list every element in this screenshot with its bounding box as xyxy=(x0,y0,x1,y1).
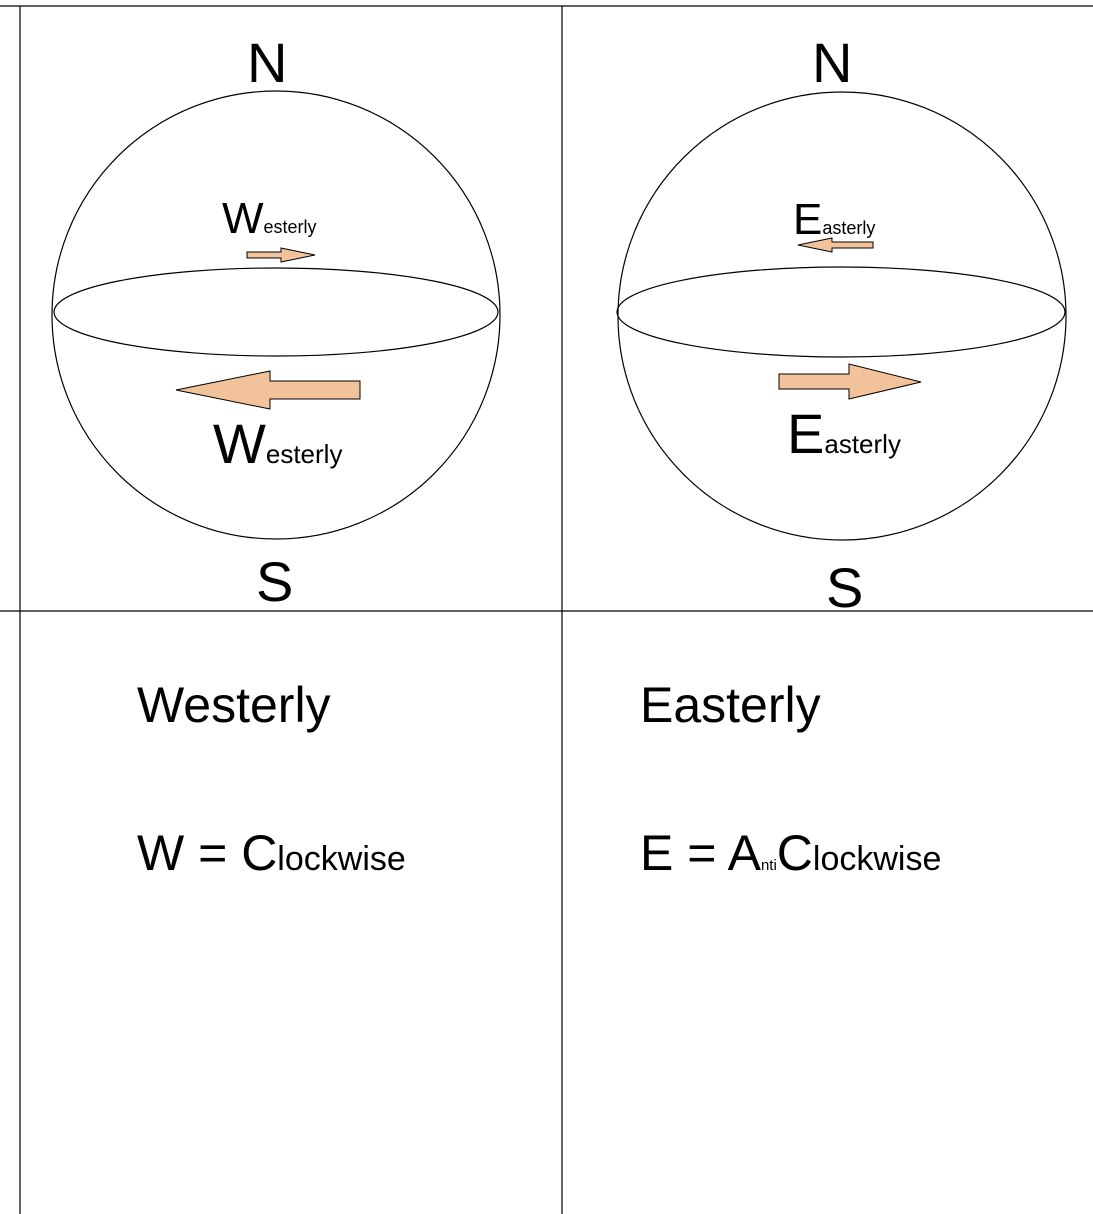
left-upper-label-rest: esterly xyxy=(264,217,317,237)
left-lower-arrow-west xyxy=(175,370,361,410)
right-upper-label-cap: E xyxy=(793,195,822,244)
left-equation: W = Clockwise xyxy=(137,825,406,881)
right-equator xyxy=(616,266,1066,358)
grid xyxy=(0,5,1093,1214)
right-title: Easterly xyxy=(640,677,821,733)
right-upper-label-rest: asterly xyxy=(822,218,875,238)
right-equation: E = AntiClockwise xyxy=(640,825,941,881)
right-sphere xyxy=(617,91,1067,541)
right-equation-rest: lockwise xyxy=(813,840,941,878)
left-lower-label: Westerly xyxy=(213,412,342,475)
left-lower-label-rest: esterly xyxy=(266,439,343,469)
left-upper-label: Westerly xyxy=(222,194,317,243)
left-south-label: S xyxy=(256,550,293,613)
left-upper-arrow-east xyxy=(246,247,316,263)
left-equation-lhs: W = xyxy=(137,825,241,881)
left-lower-label-cap: W xyxy=(213,412,266,475)
left-equator xyxy=(53,267,499,357)
right-lower-label-rest: asterly xyxy=(824,429,901,459)
right-equation-sub: nti xyxy=(761,857,777,874)
left-equation-rest: lockwise xyxy=(277,840,405,878)
right-north-label: N xyxy=(812,31,852,94)
right-upper-label: Easterly xyxy=(793,195,875,244)
left-upper-label-cap: W xyxy=(222,194,264,243)
left-globe: N Westerly Westerly S xyxy=(51,31,501,613)
left-title: Westerly xyxy=(137,677,331,733)
left-north-label: N xyxy=(247,31,287,94)
right-globe: N Easterly Easterly S xyxy=(616,31,1067,619)
right-lower-label-cap: E xyxy=(787,402,824,465)
left-equation-cap: C xyxy=(241,825,277,881)
right-south-label: S xyxy=(826,556,863,619)
left-sphere xyxy=(51,90,501,540)
right-equation-cap-a: A xyxy=(728,825,762,881)
right-lower-arrow-east xyxy=(778,363,922,400)
right-upper-arrow-west xyxy=(797,237,874,253)
right-lower-label: Easterly xyxy=(787,402,901,465)
right-equation-lhs: E = xyxy=(640,825,728,881)
right-equation-cap-c: C xyxy=(777,825,813,881)
